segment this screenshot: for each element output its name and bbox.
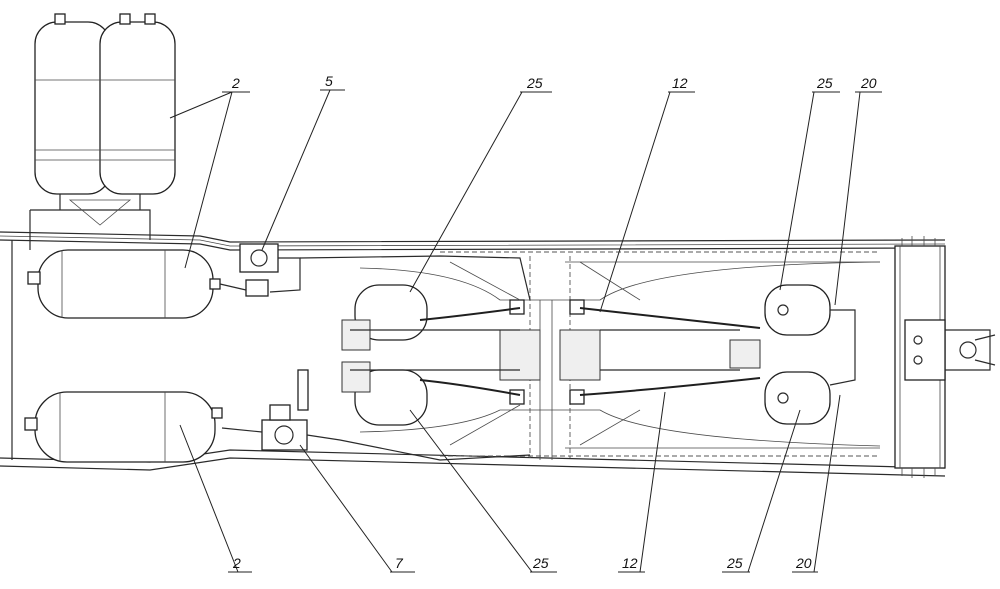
callout-12-top: 12: [672, 75, 688, 91]
callout-2-bottom: 2: [232, 555, 241, 571]
callout-25-top-right: 25: [816, 75, 833, 91]
callout-2-top: 2: [231, 75, 240, 91]
callout-5: 5: [325, 73, 333, 89]
center-axle-assembly: [499, 299, 761, 460]
vertical-air-tanks: [29, 13, 176, 250]
horizontal-air-tank-lower: [24, 391, 223, 463]
callout-25-top-left: 25: [526, 75, 543, 91]
vehicle-frame: [0, 231, 996, 478]
brake-chamber-front-upper: [341, 284, 428, 351]
valve-5: [219, 243, 301, 297]
brake-chamber-front-lower: [341, 361, 428, 426]
callout-20-bottom: 20: [795, 555, 812, 571]
callout-25-bottom-left: 25: [532, 555, 549, 571]
valve-7: [221, 369, 531, 461]
callout-20-top: 20: [860, 75, 877, 91]
horizontal-air-tank-upper: [27, 249, 221, 319]
brake-chamber-rear-upper: [764, 284, 831, 336]
brake-chamber-rear-lower: [764, 371, 831, 425]
callout-12-bottom: 12: [622, 555, 638, 571]
callout-leaders: [169, 89, 882, 573]
air-lines: [299, 255, 856, 446]
callout-7: 7: [395, 555, 404, 571]
callout-25-bottom-right: 25: [726, 555, 743, 571]
callout-labels: 2 5 25 12 25 20 2 7 25 12 25 20: [231, 73, 877, 571]
